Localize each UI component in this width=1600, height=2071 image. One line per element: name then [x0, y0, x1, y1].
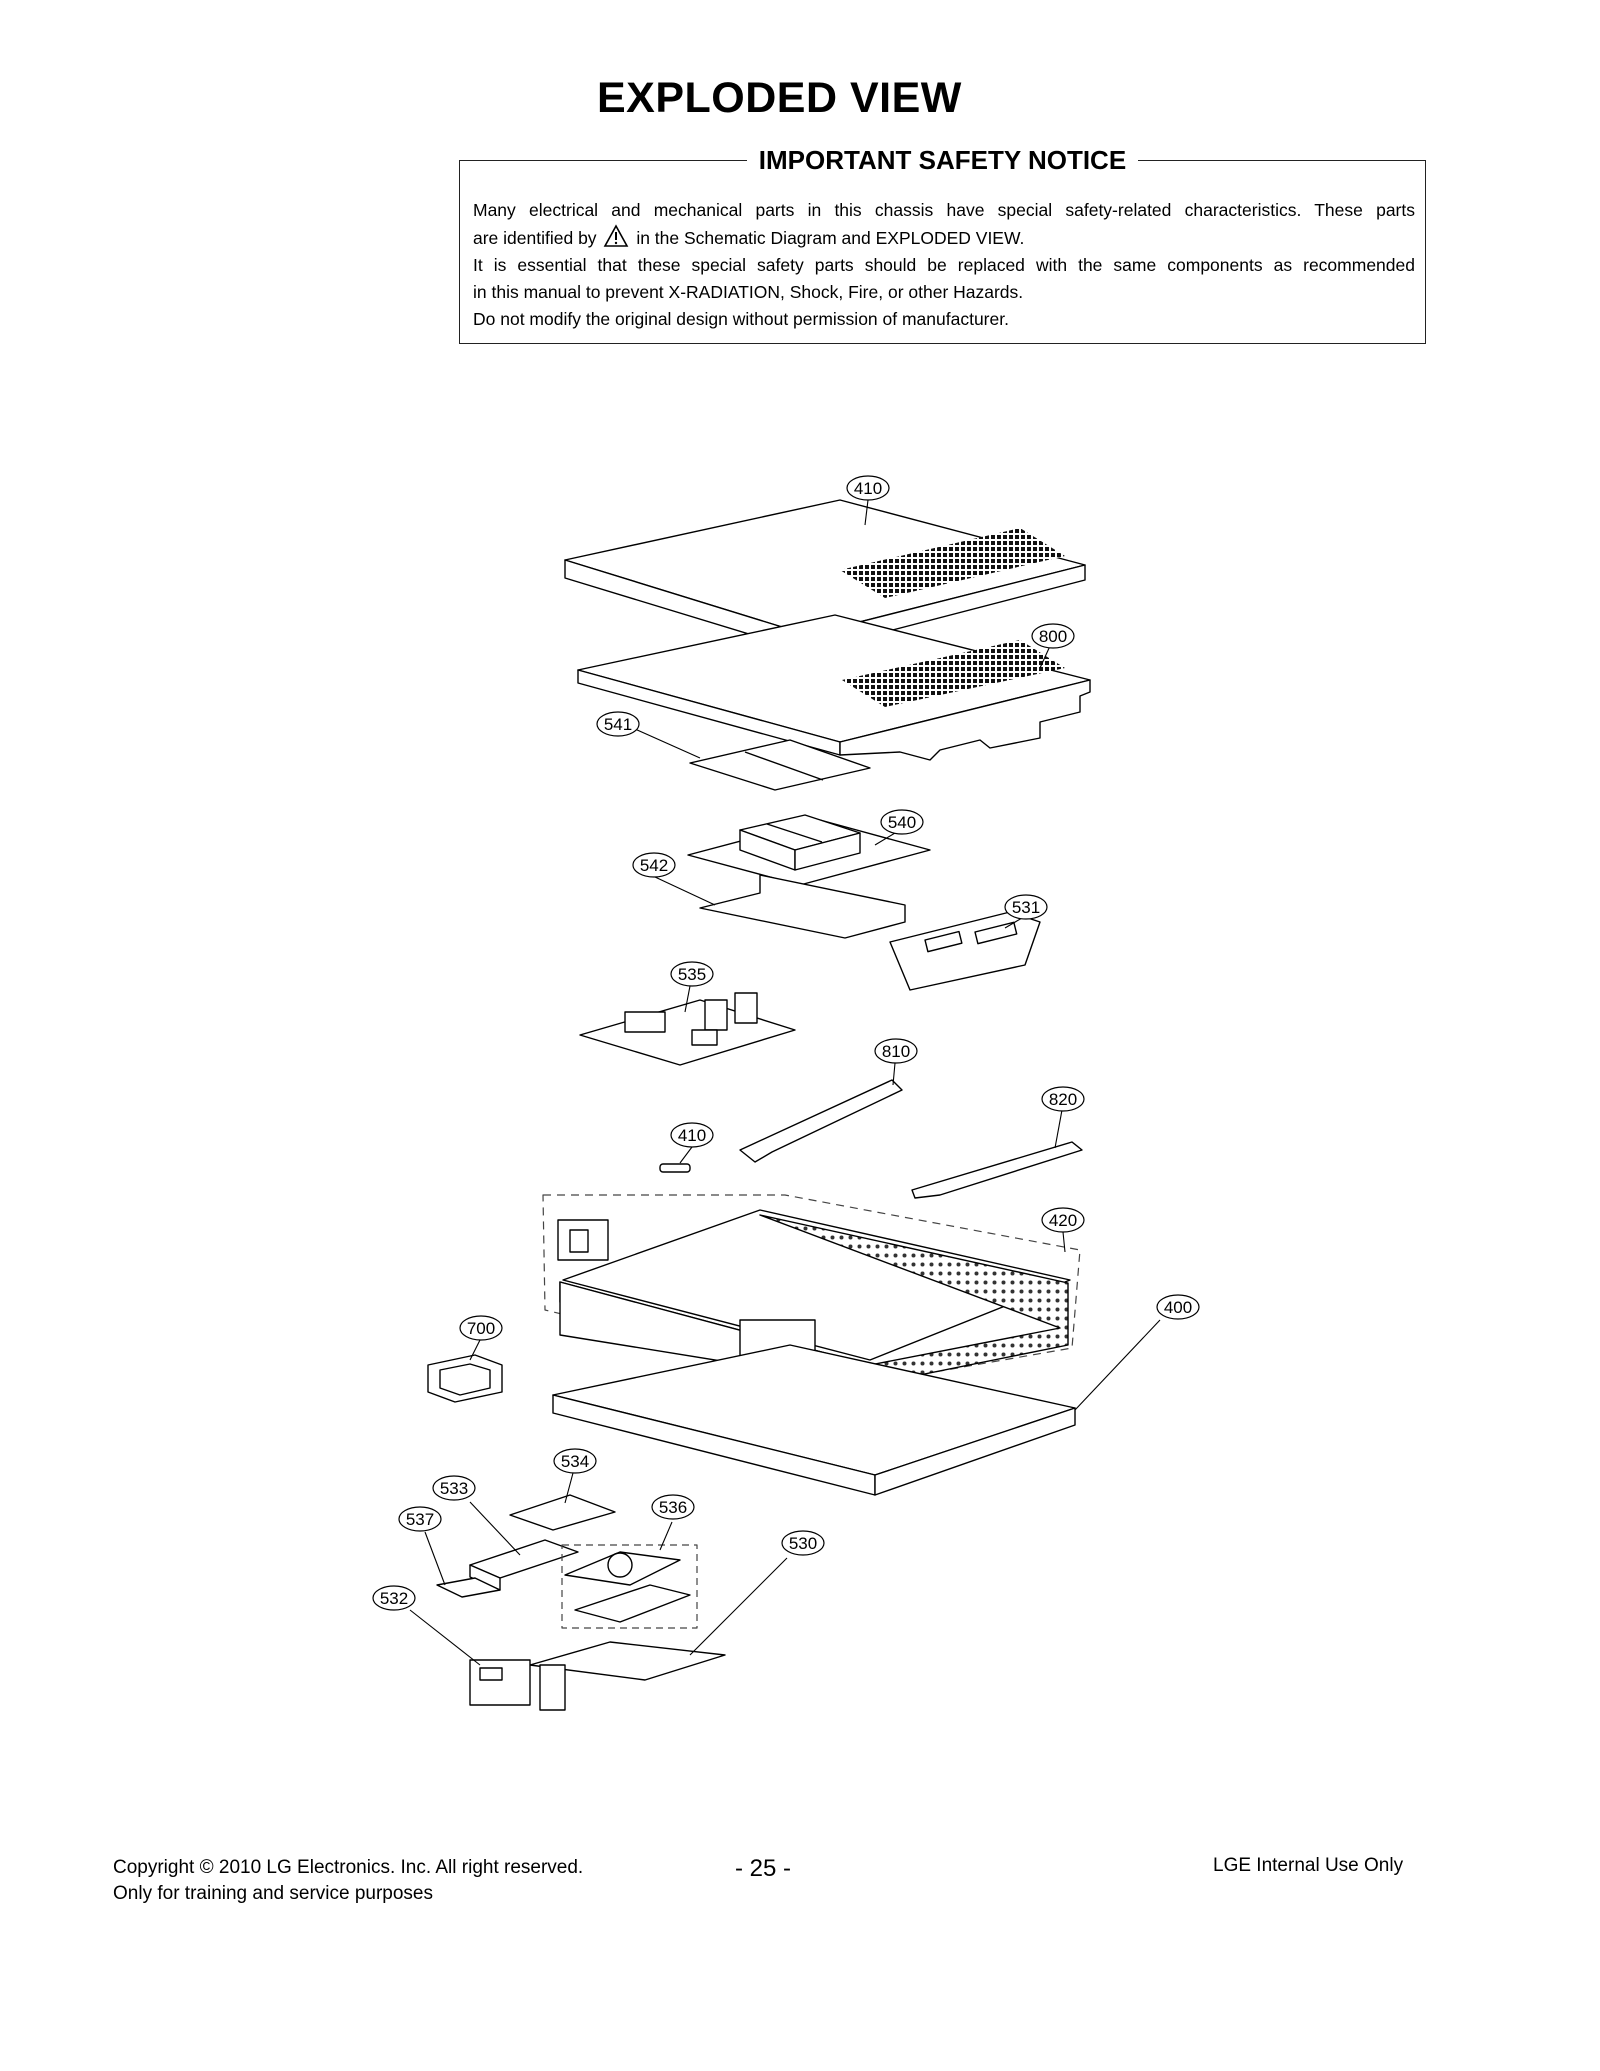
notice-line-2-end: in the Schematic Diagram and EXPLODED VI… — [636, 228, 1025, 248]
notice-line-1: Many electrical and mechanical parts in … — [473, 200, 1415, 220]
callout-810: 810 — [874, 1038, 918, 1064]
callout-541-label: 541 — [604, 715, 632, 734]
callout-530: 530 — [781, 1530, 825, 1556]
warning-triangle-icon — [604, 224, 629, 247]
callout-820-label: 820 — [1049, 1090, 1077, 1109]
callout-534: 534 — [553, 1448, 597, 1474]
card-537-part — [436, 1577, 501, 1598]
notice-line-5: Do not modify the original design withou… — [473, 309, 1009, 329]
callout-400: 400 — [1156, 1294, 1200, 1320]
callout-410-screw: 410 — [670, 1122, 714, 1148]
callout-700: 700 — [459, 1315, 503, 1341]
callout-820: 820 — [1041, 1086, 1085, 1112]
footer-internal-use: LGE Internal Use Only — [1213, 1855, 1404, 1876]
callout-533: 533 — [432, 1475, 476, 1501]
footer-copyright-block: Copyright © 2010 LG Electronics. Inc. Al… — [113, 1855, 583, 1907]
io-board-part — [579, 992, 796, 1066]
page-title: EXPLODED VIEW — [597, 74, 962, 122]
callout-540-label: 540 — [888, 813, 916, 832]
page-number: - 25 - — [735, 1855, 792, 1882]
callout-410-top: 410 — [846, 475, 890, 501]
notice-line-2: are identified by in the Schematic Diagr… — [473, 224, 1415, 252]
drive-533-part — [469, 1539, 579, 1591]
rail-bracket-part — [911, 1141, 1083, 1199]
safety-notice-heading: IMPORTANT SAFETY NOTICE — [460, 145, 1425, 176]
callout-410-screw-label: 410 — [678, 1126, 706, 1145]
screw-part — [659, 1163, 691, 1173]
callout-410-top-label: 410 — [854, 479, 882, 498]
exploded-view-diagram: 410 800 541 540 542 531 535 810 820 410 … — [372, 475, 1200, 1711]
footer-copyright: Copyright © 2010 LG Electronics. Inc. Al… — [113, 1857, 584, 1878]
inner-shield-part — [577, 614, 1091, 761]
callout-533-label: 533 — [440, 1479, 468, 1498]
callout-530-label: 530 — [789, 1534, 817, 1553]
module-534-part — [509, 1494, 616, 1531]
side-bracket-part — [739, 1079, 903, 1163]
callout-420: 420 — [1041, 1207, 1085, 1233]
callout-535-label: 535 — [678, 965, 706, 984]
leader-lines — [409, 499, 1161, 1666]
footer-purpose: Only for training and service purposes — [113, 1883, 433, 1904]
connector-board-part — [889, 911, 1041, 991]
callout-420-label: 420 — [1049, 1211, 1077, 1230]
safety-notice-box: IMPORTANT SAFETY NOTICE Many electrical … — [459, 145, 1426, 344]
notice-line-3: It is essential that these special safet… — [473, 255, 1415, 275]
power-board-part — [687, 814, 931, 886]
callout-532: 532 — [372, 1585, 416, 1611]
safety-notice-heading-text: IMPORTANT SAFETY NOTICE — [746, 145, 1139, 175]
callout-800-label: 800 — [1039, 627, 1067, 646]
callout-531-label: 531 — [1012, 898, 1040, 917]
callout-534-label: 534 — [561, 1452, 589, 1471]
callout-536: 536 — [651, 1494, 695, 1520]
safety-notice-text: Many electrical and mechanical parts in … — [473, 197, 1415, 333]
front-bezel-part — [427, 1354, 503, 1403]
callout-400-label: 400 — [1164, 1298, 1192, 1317]
callout-541: 541 — [596, 711, 640, 737]
main-board-part — [469, 1641, 726, 1711]
notice-line-4: in this manual to prevent X-RADIATION, S… — [473, 282, 1024, 302]
callout-531: 531 — [1004, 894, 1048, 920]
insulation-sheet-2-part — [699, 874, 906, 939]
fan-assembly-part — [564, 1551, 691, 1623]
callout-542-label: 542 — [640, 856, 668, 875]
callout-532-label: 532 — [380, 1589, 408, 1608]
notice-line-2-start: are identified by — [473, 228, 597, 248]
base-tray-part — [552, 1344, 1076, 1496]
chassis-group-outline — [542, 1194, 1081, 1386]
callout-536-label: 536 — [659, 1498, 687, 1517]
callout-540: 540 — [880, 809, 924, 835]
callout-800: 800 — [1031, 623, 1075, 649]
callout-542: 542 — [632, 852, 676, 878]
callout-535: 535 — [670, 961, 714, 987]
callout-810-label: 810 — [882, 1042, 910, 1061]
callout-537-label: 537 — [406, 1510, 434, 1529]
callout-700-label: 700 — [467, 1319, 495, 1338]
callout-537: 537 — [398, 1506, 442, 1532]
